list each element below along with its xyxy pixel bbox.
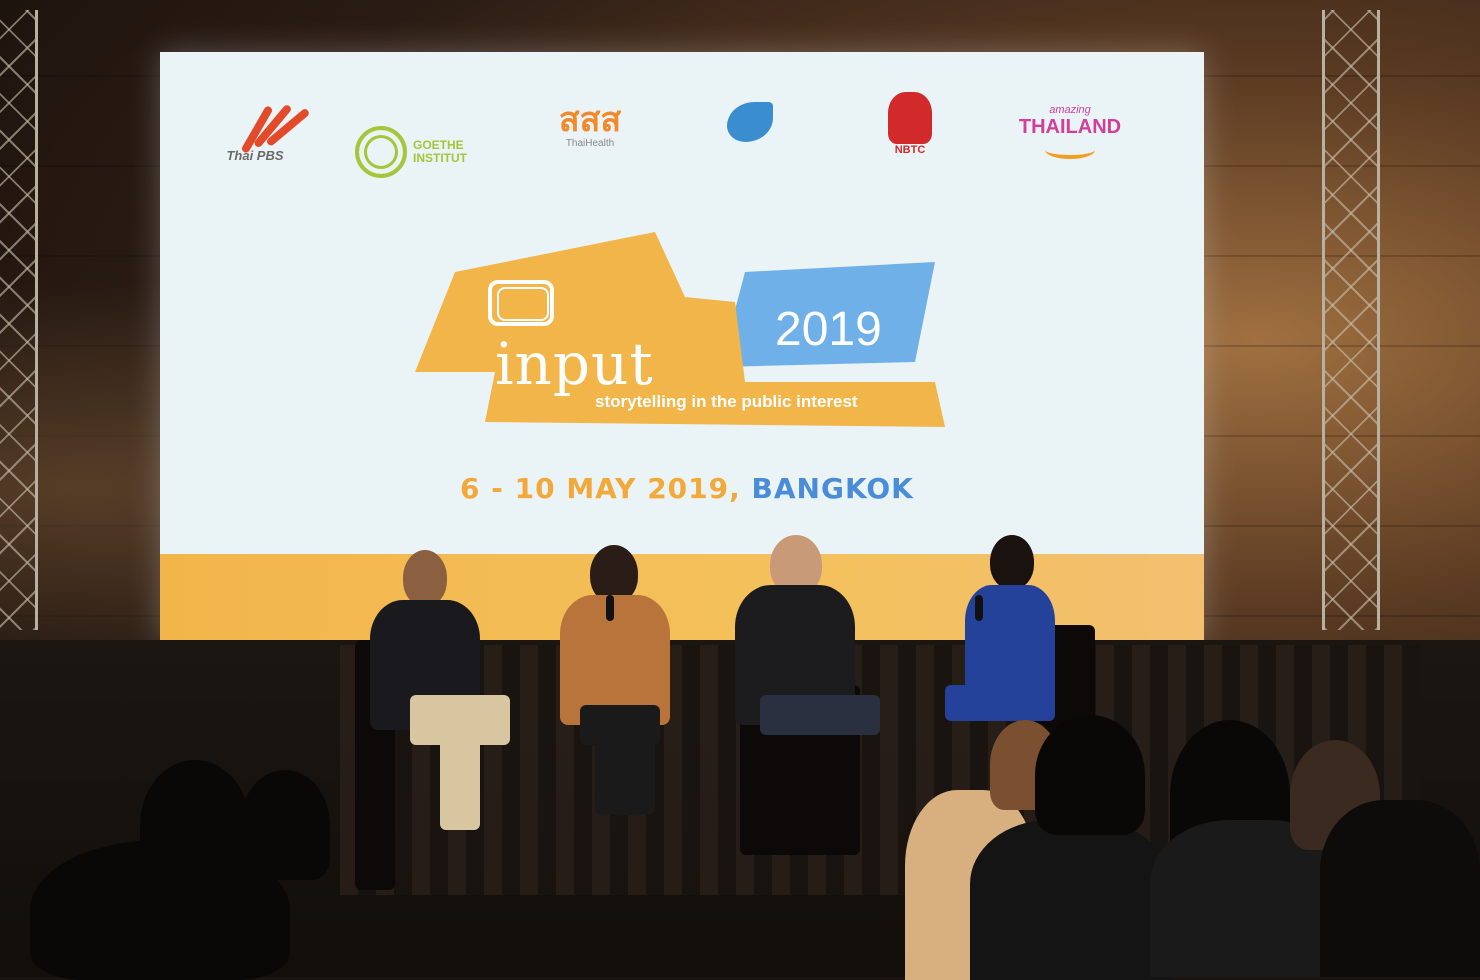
dove-logo <box>715 102 785 192</box>
nbtc-label: NBTC <box>894 144 926 156</box>
input-logo-shapes <box>415 232 945 427</box>
panelist-3 <box>730 535 890 855</box>
thai-pbs-logo: Thai PBS <box>210 92 311 182</box>
amazing-thailand-logo: amazing THAILAND <box>1010 104 1130 194</box>
panelist-1 <box>355 545 525 890</box>
panelist-2 <box>550 545 700 845</box>
projection-screen: Thai PBS GOETHE INSTITUT สสส ThaiHealth … <box>160 52 1204 644</box>
thailand-label: THAILAND <box>1018 116 1122 138</box>
event-city: BANGKOK <box>751 472 914 505</box>
input-year: 2019 <box>775 303 882 356</box>
thai-pbs-bird-icon <box>210 92 311 154</box>
thaihealth-logo: สสส ThaiHealth <box>540 102 640 192</box>
input-tagline: storytelling in the public interest <box>595 392 858 411</box>
amazing-label: amazing <box>1049 104 1091 116</box>
right-truss <box>1322 10 1380 630</box>
thaihealth-label: สสส <box>558 101 622 139</box>
goethe-label-2: INSTITUT <box>413 151 467 165</box>
input-2019-logo: input 2019 storytelling in the public in… <box>415 232 955 442</box>
nbtc-logo: NBTC <box>865 92 955 182</box>
thaihealth-sub-label: ThaiHealth <box>565 138 615 149</box>
audience-member <box>970 820 1170 980</box>
audience-member <box>240 770 330 880</box>
microphone-icon <box>606 595 614 621</box>
audience-member <box>1320 800 1480 977</box>
garuda-icon <box>888 92 932 144</box>
goethe-institut-logo: GOETHE INSTITUT <box>355 107 495 197</box>
left-truss <box>0 10 38 630</box>
event-dates-text: 6 - 10 MAY 2019, <box>460 472 741 505</box>
goethe-label-1: GOETHE <box>413 138 464 152</box>
microphone-icon <box>975 595 983 621</box>
audience-member <box>1035 715 1145 835</box>
goethe-ring-icon <box>355 126 407 178</box>
dove-icon <box>727 102 773 142</box>
event-dates: 6 - 10 MAY 2019, BANGKOK <box>460 472 914 505</box>
input-wordmark: input <box>495 330 654 398</box>
thai-pbs-label: Thai PBS <box>226 148 284 163</box>
swoosh-icon <box>1045 141 1095 159</box>
